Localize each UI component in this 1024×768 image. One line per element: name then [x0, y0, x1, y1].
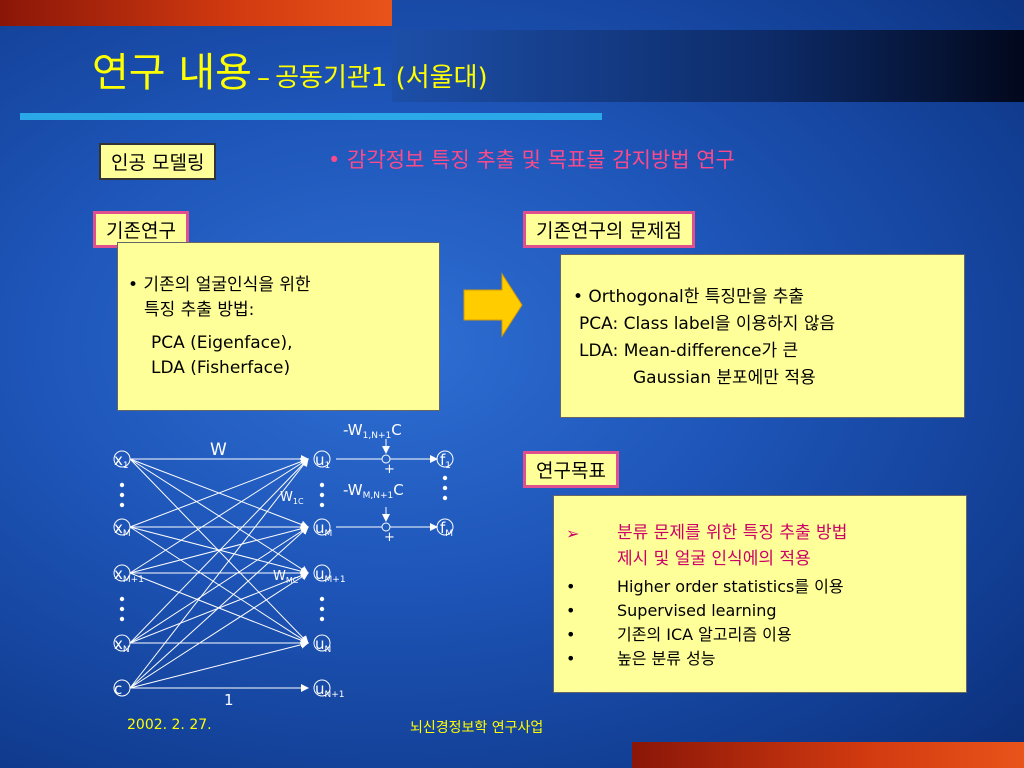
weight-w1c-label: W1C — [280, 490, 304, 506]
bias-edge — [129, 458, 309, 689]
goal-main-line-2: 제시 및 얼굴 인식에의 적용 — [617, 549, 811, 569]
tag-existing-research: 기존연구 — [93, 211, 189, 248]
ellipsis-dot — [319, 606, 325, 612]
output-fM-node — [436, 518, 454, 536]
goal-item: Supervised learning — [617, 601, 777, 620]
goal-bullet-arrow: ➢ — [566, 524, 580, 543]
slide-title: 연구 내용 – 공동기관1 (서울대) — [92, 40, 488, 98]
problems-box: • Orthogonal한 특징만을 추출 PCA: Class label을 … — [560, 254, 965, 418]
weight-wmc-label: WMC — [273, 569, 299, 585]
input-xN-node — [113, 634, 131, 652]
feedback-wm-label: -WM,N+1C — [343, 481, 404, 501]
ellipsis-dot — [319, 502, 325, 508]
existing-line-1: • 기존의 얼굴인식을 위한 — [128, 275, 311, 295]
input-x1-label: x1 — [114, 451, 129, 471]
goal-bullet: • — [566, 625, 576, 644]
goal-item: 높은 분류 성능 — [617, 649, 716, 668]
footer-project: 뇌신경정보학 연구사업 — [410, 720, 544, 736]
bias-edge — [129, 572, 309, 689]
research-subtitle: • 감각정보 특징 추출 및 목표물 감지방법 연구 — [328, 148, 735, 172]
bias-edge — [129, 526, 309, 689]
footer-date: 2002. 2. 27. — [127, 717, 212, 733]
output-f1-label: f1 — [440, 451, 451, 471]
title-sub: 공동기관1 (서울대) — [275, 63, 488, 93]
output-f1-node — [436, 450, 454, 468]
hidden-uM1-node — [313, 564, 331, 582]
ellipsis-dot — [319, 492, 325, 498]
goal-item: Higher order statistics를 이용 — [617, 577, 844, 596]
ellipsis-dot — [319, 596, 325, 602]
input-c-label: c — [114, 680, 122, 698]
hidden-uM1-label: uM+1 — [315, 565, 346, 585]
ellipsis-dot — [442, 475, 448, 481]
bias-one-label: 1 — [224, 691, 234, 709]
existing-line-3: PCA (Eigenface), — [151, 333, 293, 353]
weight-edge — [129, 524, 309, 574]
hidden-uN1-label: uN+1 — [315, 680, 345, 700]
hidden-u1-node — [313, 450, 331, 468]
hidden-uN1-node — [313, 679, 331, 697]
weight-edge — [129, 457, 309, 528]
weight-edge — [129, 458, 309, 574]
problems-line-4: Gaussian 분포에만 적용 — [633, 368, 816, 388]
existing-line-2: 특징 추출 방법: — [144, 300, 255, 320]
problems-line-1: • Orthogonal한 특징만을 추출 — [573, 287, 805, 307]
plus-sign: + — [384, 530, 395, 545]
ellipsis-dot — [119, 596, 125, 602]
goal-main-line-1: 분류 문제를 위한 특징 추출 방법 — [617, 523, 848, 543]
title-main: 연구 내용 — [92, 50, 252, 96]
tag-research-goals: 연구목표 — [523, 451, 619, 488]
hidden-uN-node — [313, 634, 331, 652]
weight-edge — [129, 526, 309, 644]
network-diagram: x1 xM xM+1 xN c u1 uM uM+1 uN uN+1 f1 fM W W1C WMC -W1,… — [113, 421, 454, 709]
ellipsis-dot — [442, 495, 448, 501]
right-arrow-icon — [463, 272, 523, 338]
existing-line-4: LDA (Fisherface) — [151, 358, 291, 378]
input-xM-node — [113, 518, 131, 536]
feedback-w1-label: -W1,N+1C — [343, 421, 402, 441]
goal-item: 기존의 ICA 알고리즘 이용 — [617, 625, 792, 644]
ellipsis-dot — [319, 482, 325, 488]
hidden-uN-label: uN — [315, 635, 331, 655]
ellipsis-dot — [119, 606, 125, 612]
weight-edge — [129, 458, 309, 644]
ellipsis-dot — [119, 616, 125, 622]
input-xM1-node — [113, 564, 131, 582]
input-x1-node — [113, 450, 131, 468]
hidden-uM-label: uM — [315, 519, 332, 539]
problems-line-3: LDA: Mean-difference가 큰 — [579, 341, 799, 361]
input-xM-label: xM — [114, 519, 131, 539]
existing-research-box: • 기존의 얼굴인식을 위한 특징 추출 방법: PCA (Eigenface)… — [117, 242, 440, 411]
title-underline — [20, 113, 602, 120]
bias-edge — [129, 640, 309, 689]
top-left-accent-bar — [0, 0, 392, 26]
goal-bullet: • — [566, 577, 576, 596]
goals-box: ➢ 분류 문제를 위한 특징 추출 방법 제시 및 얼굴 인식에의 적용 • H… — [553, 495, 967, 693]
goal-bullet: • — [566, 601, 576, 620]
problems-line-2: PCA: Class label을 이용하지 않음 — [579, 314, 836, 334]
input-xN-label: xN — [114, 635, 130, 655]
goal-bullet: • — [566, 649, 576, 668]
tag-research-problems: 기존연구의 문제점 — [523, 211, 695, 248]
hidden-u1-label: u1 — [315, 451, 330, 471]
plus-sign: + — [384, 462, 395, 477]
ellipsis-dot — [119, 482, 125, 488]
weight-matrix-label: W — [210, 440, 227, 460]
ellipsis-dot — [119, 502, 125, 508]
input-c-node — [113, 679, 131, 697]
tag-artificial-modeling: 인공 모델링 — [99, 143, 217, 180]
hidden-uM-node — [313, 518, 331, 536]
ellipsis-dot — [319, 616, 325, 622]
bottom-right-accent-bar — [632, 742, 1024, 768]
ellipsis-dot — [442, 485, 448, 491]
top-right-title-bar — [392, 30, 1024, 102]
output-fM-label: fM — [440, 519, 453, 539]
title-dash: – — [257, 63, 271, 93]
input-xM1-label: xM+1 — [114, 565, 144, 585]
ellipsis-dot — [119, 492, 125, 498]
